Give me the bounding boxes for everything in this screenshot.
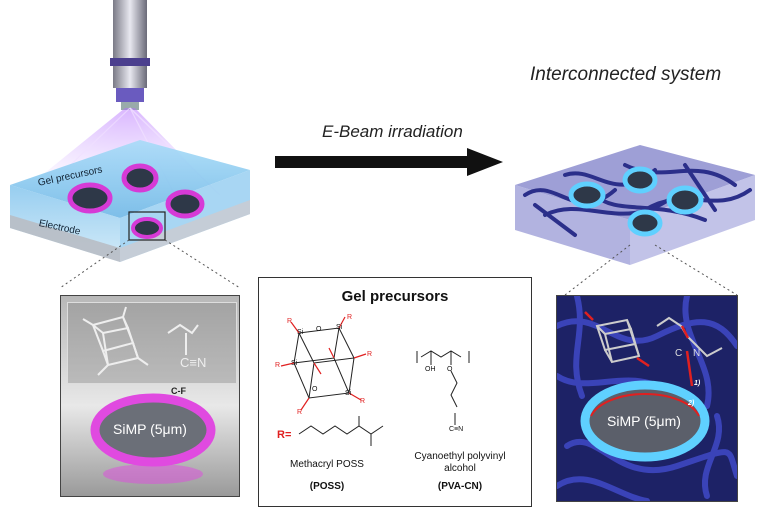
simp-label: SiMP (5μm)	[113, 421, 187, 437]
polymer-network-icon	[557, 296, 737, 501]
poss-abbr: (POSS)	[309, 481, 345, 492]
simp-label: SiMP (5μm)	[607, 413, 681, 429]
n-atom-label: N	[693, 348, 701, 359]
cn-label: C≡N	[449, 426, 464, 433]
pva-name-line1: Cyanoethyl polyvinyl	[414, 451, 506, 462]
step-2-label: 2)	[688, 400, 695, 407]
simp-particle-icon	[67, 163, 205, 239]
o-label: O	[447, 366, 453, 373]
r-group-label: R	[360, 398, 366, 405]
poss-name: Methacryl POSS	[290, 459, 364, 470]
r-group-label: R	[297, 409, 303, 416]
r-group-label: R	[367, 351, 373, 358]
si-label: Si	[345, 390, 352, 397]
electron-gun-icon	[110, 0, 150, 110]
ebeam-irradiation-label: E-Beam irradiation	[322, 122, 463, 141]
pva-cn-structure-icon	[416, 350, 470, 425]
gel-precursors-panel: Gel precursors Si Si Si Si O O R R R R R…	[258, 277, 532, 507]
oh-label: OH	[425, 366, 436, 373]
c-atom-label: C	[675, 348, 683, 359]
cn-group-label: C≡N	[180, 355, 207, 370]
si-label: Si	[291, 360, 298, 367]
interconnected-system-title: Interconnected system	[530, 64, 722, 85]
r-group-label: R	[347, 314, 353, 321]
panel-title: Gel precursors	[341, 288, 449, 305]
simp-particle-icon	[90, 393, 216, 484]
o-label: O	[312, 386, 318, 393]
pva-abbr: (PVA-CN)	[437, 481, 483, 492]
r-definition-label: R=	[277, 429, 292, 441]
molecule-overlay: C≡N	[67, 302, 237, 384]
poss-structure-icon	[280, 316, 367, 411]
poss-cage-icon	[82, 306, 199, 376]
right-zoom-panel: N C 1) 2) SiMP (5μm)	[556, 295, 738, 502]
r-group-label: R	[275, 362, 281, 369]
zoom-region-marker	[128, 211, 166, 241]
r-group-label: R	[287, 318, 293, 325]
si-label: Si	[297, 329, 304, 336]
o-label: O	[316, 326, 322, 333]
simp-particle-icon	[568, 166, 704, 237]
left-zoom-panel: C≡N C-F SiMP (5μm)	[60, 295, 240, 497]
process-arrow	[275, 148, 503, 176]
cf-bond-label: C-F	[171, 386, 186, 396]
methacryl-group-icon	[298, 416, 384, 446]
step-1-label: 1)	[694, 380, 701, 387]
si-label: Si	[336, 324, 343, 331]
right-device-illustration	[515, 145, 755, 295]
pva-name-line2: alcohol	[444, 463, 476, 474]
left-device-illustration	[10, 0, 250, 289]
